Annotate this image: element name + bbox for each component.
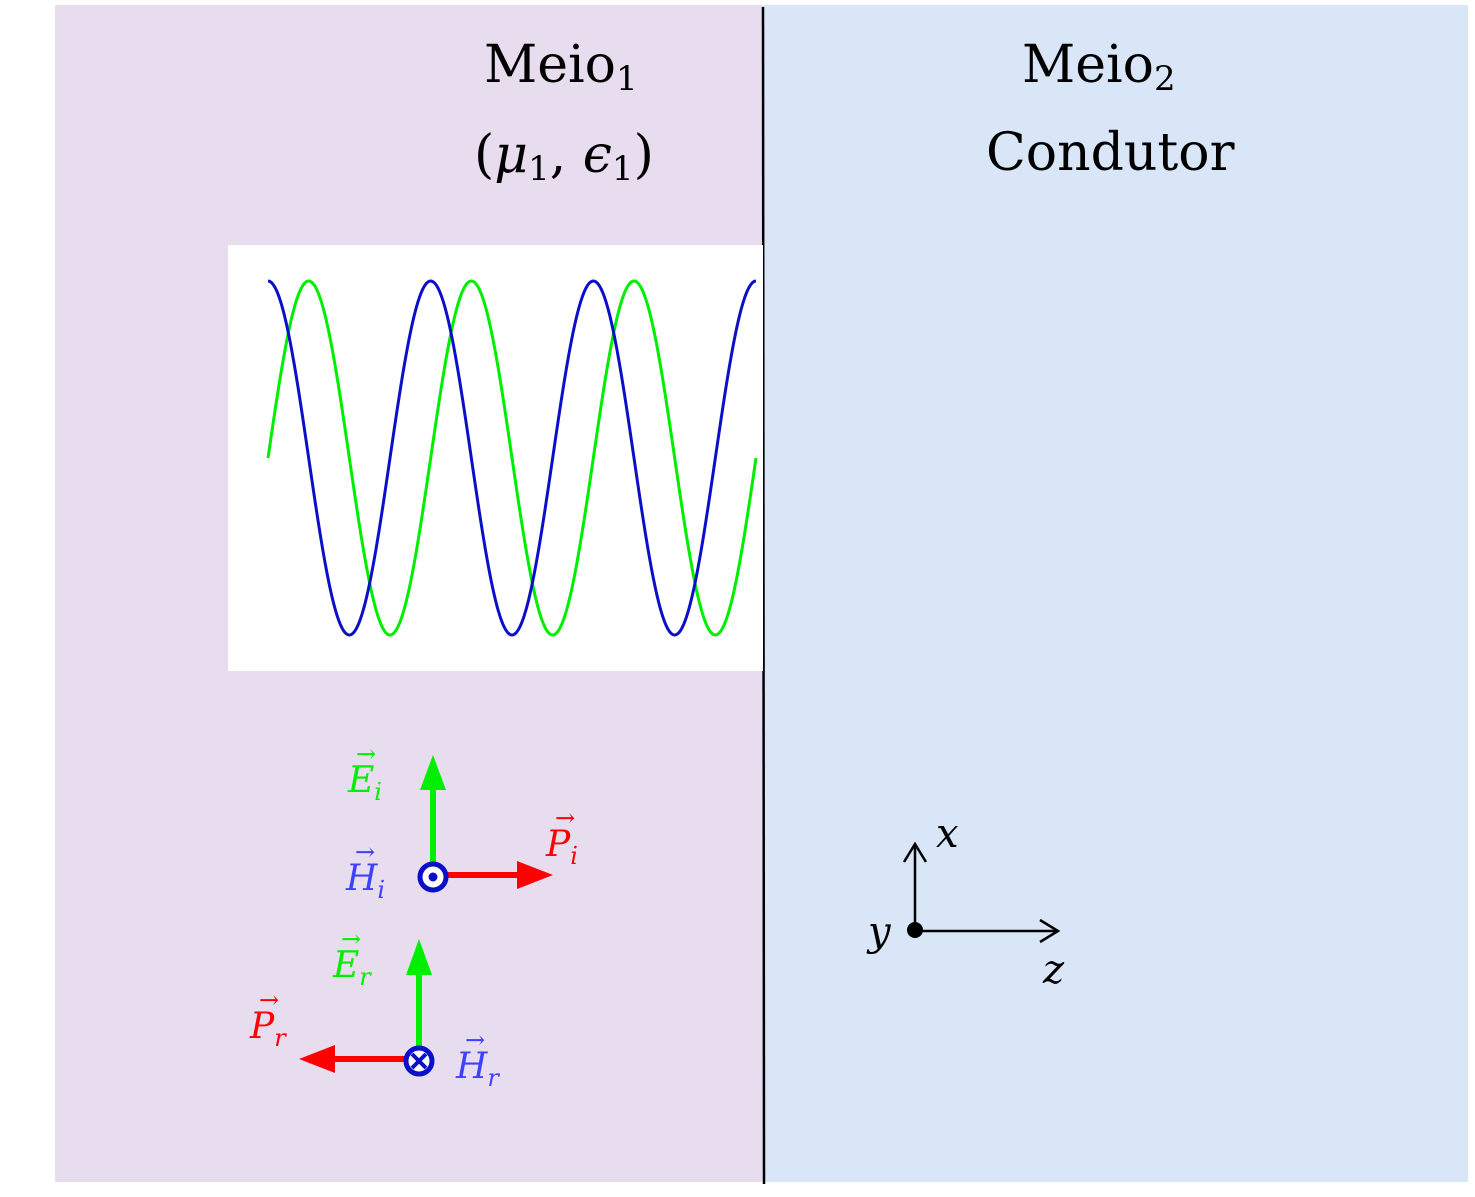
incident-h-vector-mark: →	[355, 838, 375, 866]
reflected-p-label: Pr	[249, 1006, 287, 1052]
x-axis-label: x	[936, 811, 959, 857]
medium-2-region	[763, 5, 1468, 1182]
x-axis-arrowhead	[902, 841, 928, 863]
medium-1-title: Meio1	[484, 35, 638, 99]
reflected-p-vector-mark: →	[259, 986, 279, 1014]
out-of-page-dot-icon	[417, 861, 449, 893]
reflected-e-vector-mark: →	[341, 925, 361, 953]
reflected-p-arrowhead	[299, 1045, 335, 1073]
reflected-h-label: Hr	[455, 1046, 500, 1092]
sine-wave-icon	[266, 279, 758, 637]
incident-p-arrowhead	[517, 861, 553, 889]
z-axis-arrowhead	[1039, 918, 1061, 944]
reflected-e-arrowhead	[406, 939, 432, 975]
interface-boundary	[761, 6, 766, 1185]
incident-e-arrowhead	[420, 755, 446, 790]
reflected-h-vector-mark: →	[465, 1026, 485, 1054]
medium-1-params: (μ1, ϵ1)	[474, 125, 654, 189]
y-axis-dot-icon	[907, 922, 923, 938]
incident-p-label: Pi	[545, 824, 578, 870]
incident-e-label: Ei	[347, 760, 382, 806]
coordinate-axes: x y z	[866, 811, 1065, 993]
incident-e-vector-mark: →	[356, 740, 376, 768]
y-axis-label: y	[866, 909, 892, 955]
into-page-cross-icon	[403, 1045, 435, 1077]
medium-2-material: Condutor	[986, 123, 1235, 183]
h-field-wave	[267, 279, 757, 637]
z-axis-label: z	[1042, 947, 1065, 993]
reflected-field-vectors: Er → Pr → Hr →	[249, 925, 500, 1092]
reflected-e-label: Er	[332, 945, 372, 991]
incident-field-vectors: Ei → Hi → Pi →	[345, 740, 578, 904]
medium-2-title: Meio2	[1022, 35, 1176, 99]
incident-h-label: Hi	[345, 858, 385, 904]
incident-p-vector-mark: →	[555, 804, 575, 832]
e-field-wave	[266, 279, 758, 637]
